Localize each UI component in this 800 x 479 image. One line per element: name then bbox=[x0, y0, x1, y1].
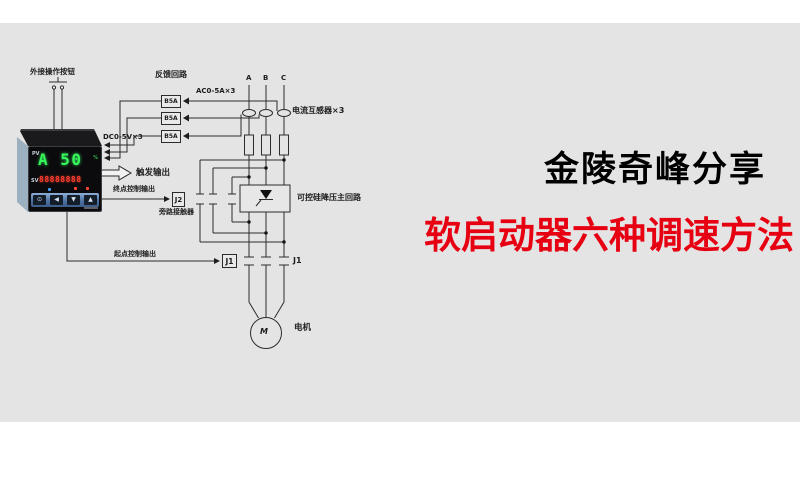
title-headline: 软启动器六种调速方法 bbox=[424, 214, 794, 257]
relay-j1-box: J1 bbox=[222, 254, 237, 268]
label-end-control-output: 终点控制输出 bbox=[113, 185, 155, 193]
model-text-mark bbox=[84, 207, 98, 209]
label-motor: 电机 bbox=[294, 323, 312, 333]
label-phase-c: C bbox=[281, 74, 287, 82]
indicator-lamp bbox=[86, 187, 89, 190]
label-phase-a: A bbox=[246, 74, 252, 82]
relay-j2-box: J2 bbox=[172, 192, 185, 207]
transducer-box-2: B5A bbox=[161, 112, 181, 125]
controller-body bbox=[17, 129, 102, 212]
main-contacts bbox=[244, 256, 289, 266]
pv-display: A 50 bbox=[38, 150, 83, 169]
pv-label: PV bbox=[32, 151, 40, 157]
up-button: ▲ bbox=[84, 195, 97, 205]
share-headline: 金陵奇峰分享 bbox=[544, 150, 767, 190]
sv-display: 88888888 bbox=[39, 175, 82, 184]
trigger-output-arrow bbox=[97, 165, 132, 181]
label-feedback-loop: 反馈回路 bbox=[155, 70, 187, 79]
pushbutton-symbol bbox=[49, 77, 67, 133]
label-external-button: 外接操作按钮 bbox=[30, 67, 75, 76]
thyristor-block bbox=[239, 184, 291, 213]
label-j1-contacts: J1 bbox=[293, 256, 302, 265]
label-phase-b: B bbox=[263, 74, 269, 82]
temperature-controller: PV A 50 % SV 88888888 ⊙ ◀ ▼ ▲ bbox=[28, 146, 102, 212]
pv-unit: % bbox=[93, 155, 98, 161]
set-button: ⊙ bbox=[33, 195, 46, 205]
motor-symbol-label: M bbox=[260, 327, 268, 336]
label-trigger-output: 触发输出 bbox=[136, 168, 171, 178]
label-start-control-output: 起点控制输出 bbox=[114, 250, 156, 258]
indicator-lamp bbox=[74, 187, 77, 190]
transducer-box-1: B5A bbox=[161, 95, 181, 108]
current-transformer-symbols bbox=[242, 109, 291, 117]
bypass-branches bbox=[196, 159, 284, 243]
junction-dots bbox=[247, 158, 286, 244]
controller-button-bar: ⊙ ◀ ▼ ▲ bbox=[31, 193, 99, 207]
arrowheads bbox=[104, 97, 220, 264]
shift-button: ◀ bbox=[50, 195, 63, 205]
indicator-lamp bbox=[48, 188, 51, 191]
label-bypass-contactor: 旁路接触器 bbox=[159, 208, 194, 216]
dc-signal-lines bbox=[110, 100, 161, 159]
fuse-symbols bbox=[244, 134, 289, 156]
label-ac-signal: AC0-5A×3 bbox=[196, 87, 236, 95]
output-leads bbox=[66, 198, 214, 262]
feedback-lines bbox=[189, 100, 278, 137]
transducer-box-3: B5A bbox=[161, 130, 181, 143]
label-current-transformer: 电流互感器×3 bbox=[292, 106, 345, 115]
down-button: ▼ bbox=[67, 195, 80, 205]
diagram-background bbox=[0, 23, 800, 422]
sv-label: SV bbox=[31, 178, 39, 184]
label-dc-signal: DC0-5V×3 bbox=[103, 133, 143, 141]
label-thyristor-main-circuit: 可控硅降压主回路 bbox=[297, 193, 361, 202]
motor-circle bbox=[250, 317, 282, 349]
